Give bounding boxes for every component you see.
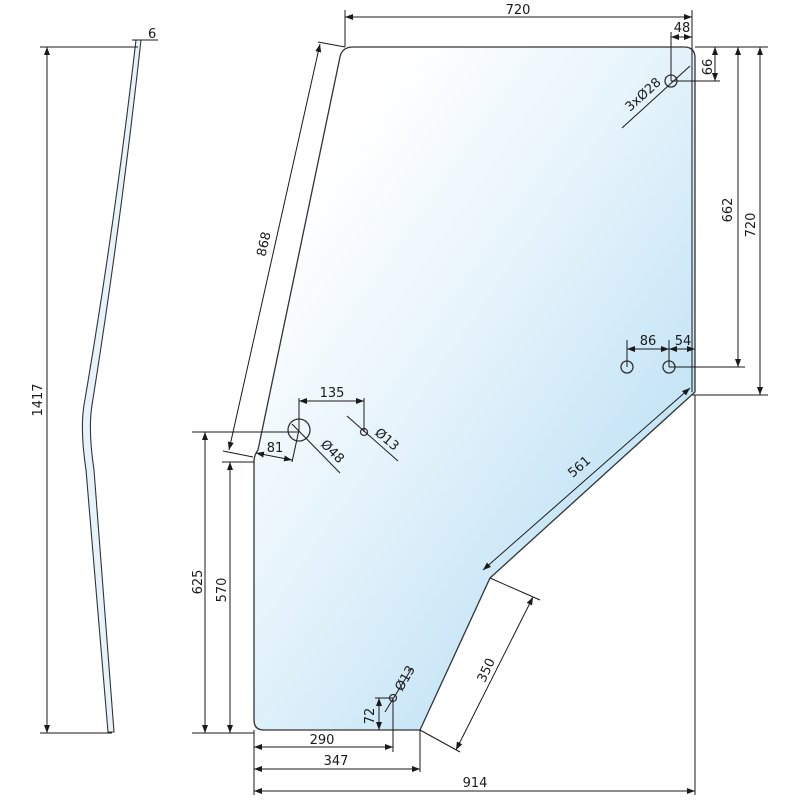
dim-thickness: 6 [148, 27, 156, 42]
dim-left-570: 570 [215, 578, 230, 603]
dim-total-height: 1417 [31, 383, 46, 416]
dim-bottom-347: 347 [324, 754, 349, 769]
dim-right-lower: 662 [721, 198, 736, 223]
dim-top-width: 720 [506, 3, 531, 18]
dim-bottom-290: 290 [310, 733, 335, 748]
dim-slanted-edge: 868 [254, 230, 274, 258]
dim-hole-spacing: 86 [640, 334, 657, 349]
dim-left-625: 625 [191, 570, 206, 595]
dim-offset-81: 81 [267, 441, 284, 456]
dim-hole-135: 135 [320, 386, 345, 401]
dim-right-upper: 720 [744, 213, 759, 238]
dim-hole-offset-y: 66 [701, 59, 716, 76]
dim-total-width: 914 [463, 776, 488, 791]
dim-hole-edge: 54 [675, 334, 692, 349]
side-profile [81, 39, 142, 733]
glass-panel [253, 46, 696, 731]
dim-bottom-hole-y: 72 [363, 708, 378, 725]
dim-hole-offset-x: 48 [674, 21, 691, 36]
dim-diagonal-350: 350 [475, 656, 499, 685]
